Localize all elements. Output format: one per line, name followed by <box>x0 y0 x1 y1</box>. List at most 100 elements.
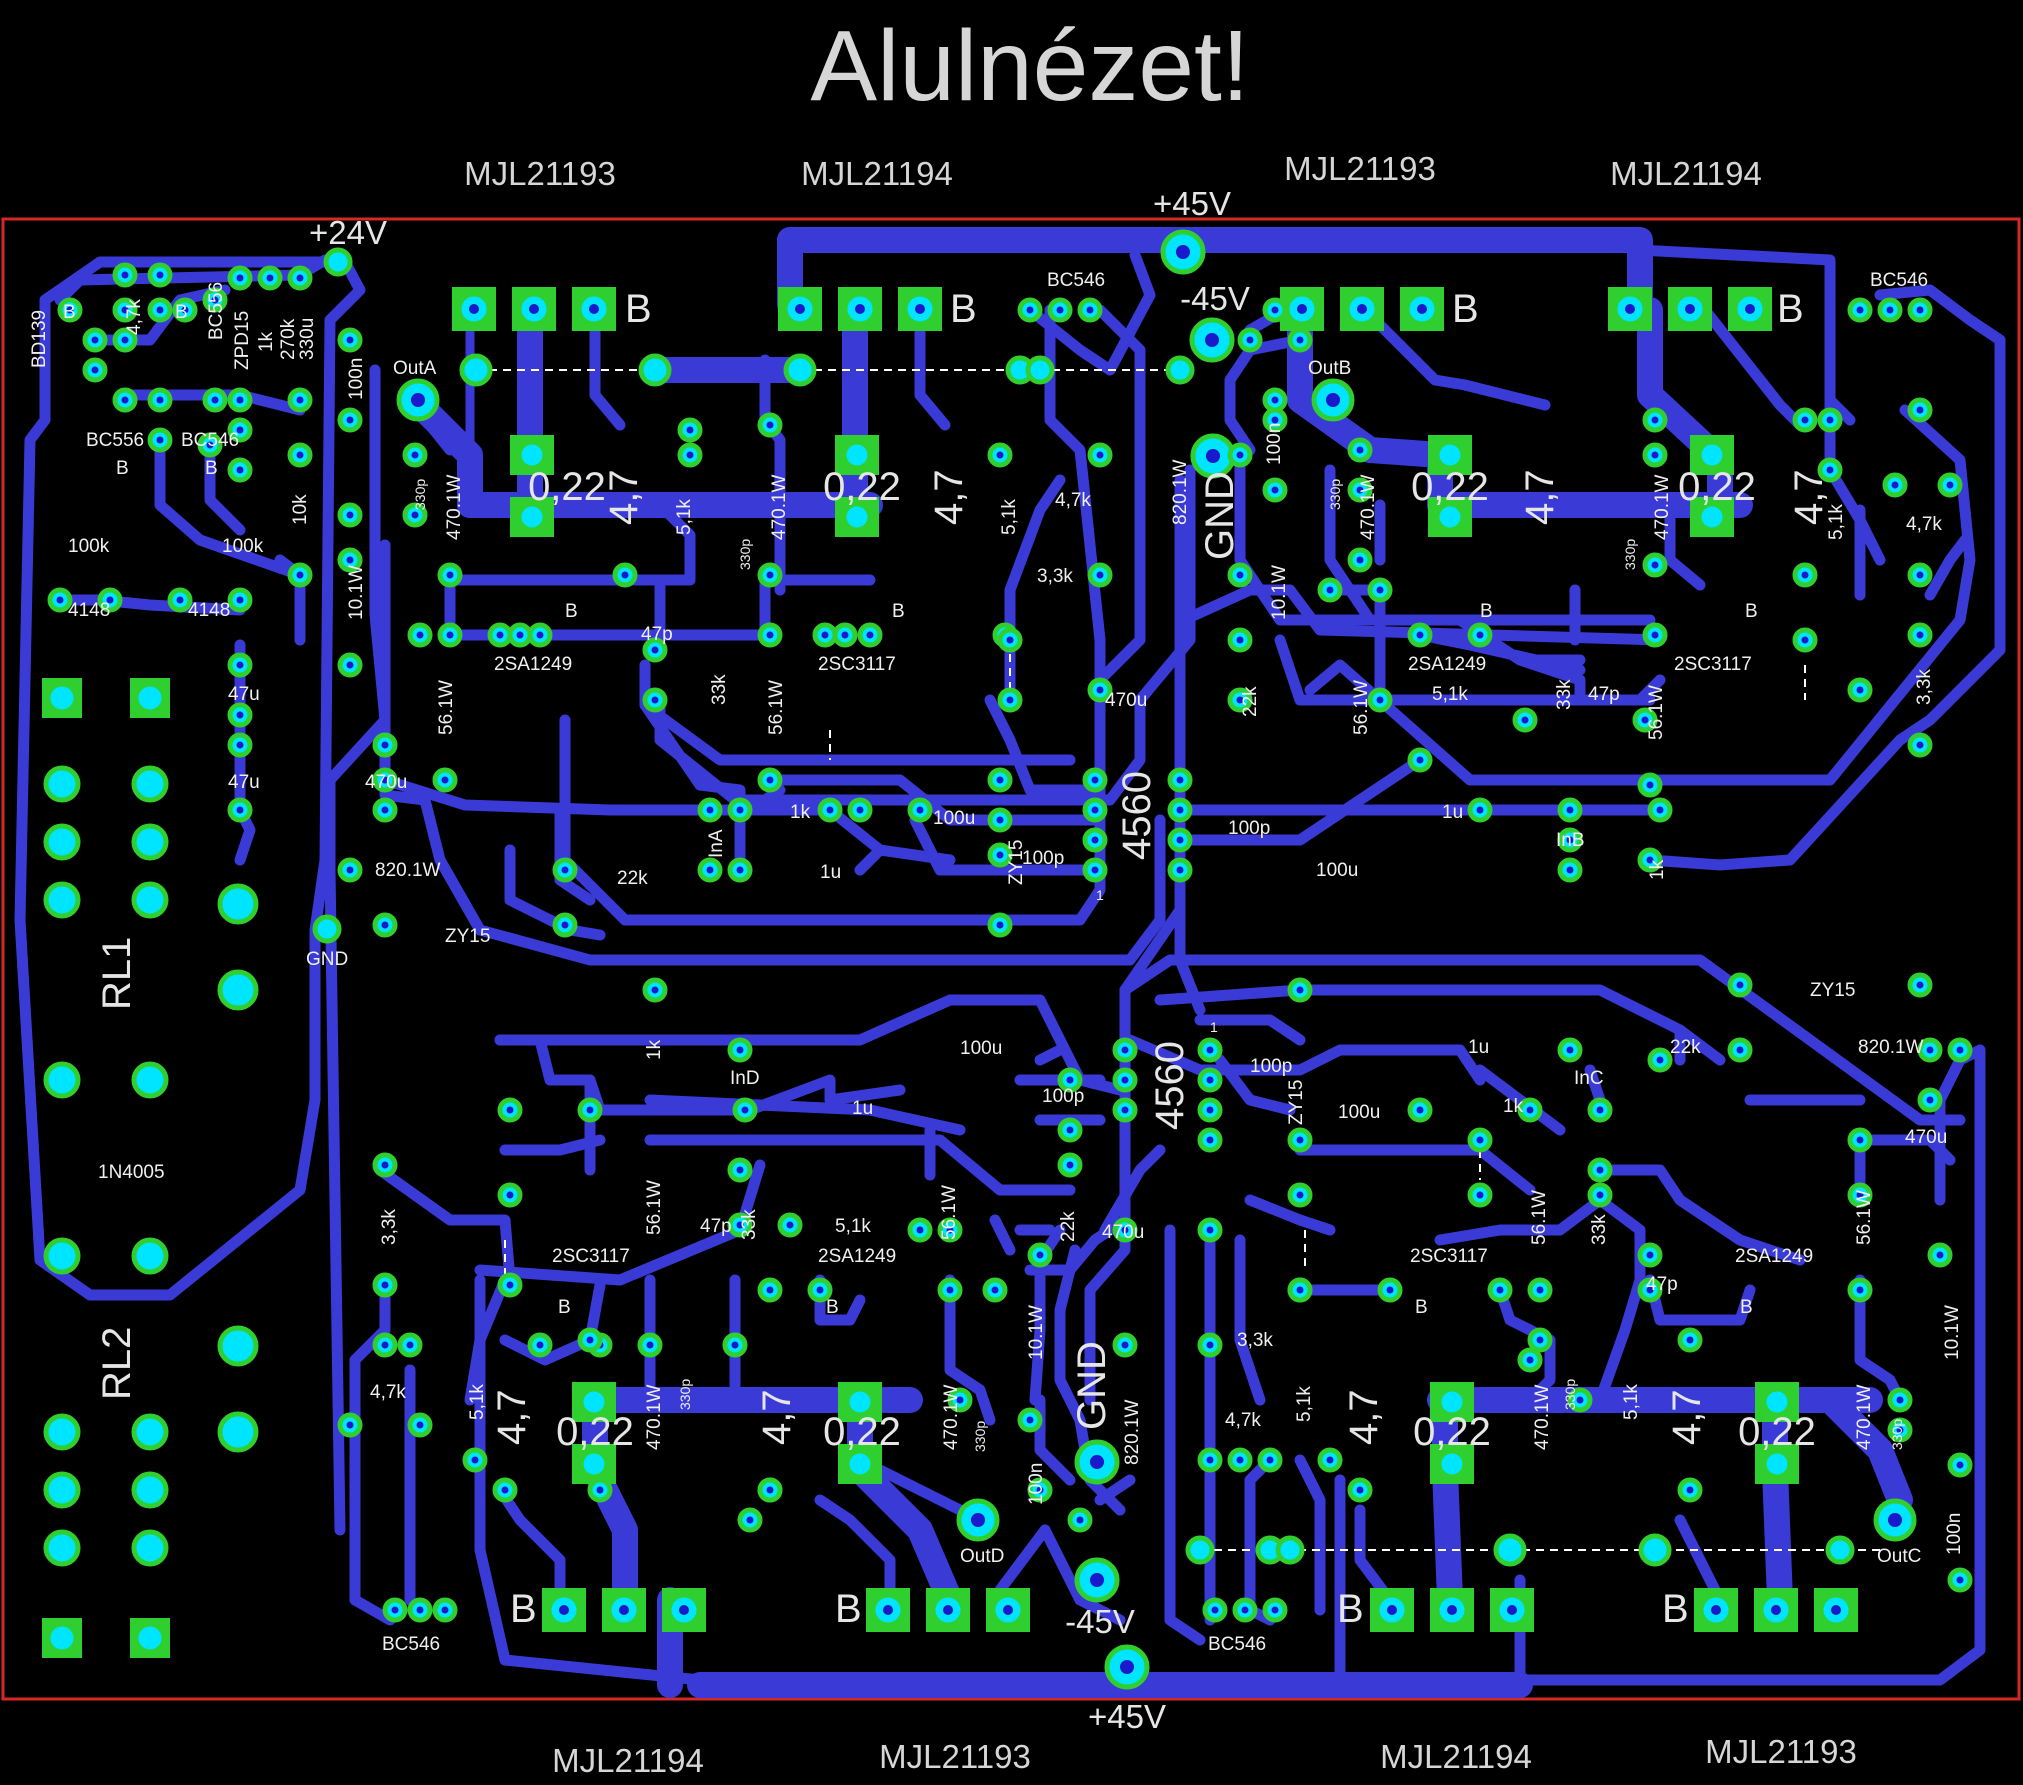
pad-hole <box>1121 1341 1129 1349</box>
label-33k: 33k <box>709 674 730 705</box>
pad-hole <box>536 631 544 639</box>
label-33k: 33k <box>1589 1214 1610 1245</box>
pad-hole <box>996 921 1004 929</box>
pad-hole <box>1596 1106 1604 1114</box>
label-33k: 33k <box>1554 679 1575 710</box>
label-b: B <box>1740 1297 1753 1318</box>
pad-hole <box>1926 1046 1934 1054</box>
pad-hole <box>1646 781 1654 789</box>
pad-hole <box>1416 1106 1424 1114</box>
rail-label-neg45-top: -45V <box>1180 280 1250 317</box>
pad-hole <box>1536 1286 1544 1294</box>
label-4-7: 4,7 <box>490 1389 534 1445</box>
pad-hole <box>766 1286 774 1294</box>
pad-hole <box>411 451 419 459</box>
label-470u: 470u <box>1105 690 1147 711</box>
label-b: B <box>1452 287 1479 331</box>
pad-hole <box>181 306 189 314</box>
pad-hole <box>1826 466 1834 474</box>
pad-hole <box>1526 1106 1534 1114</box>
label-zy15: ZY15 <box>445 926 490 947</box>
label-1k: 1k <box>256 331 277 352</box>
pad-hole <box>1801 416 1809 424</box>
pad-hole <box>1856 1136 1864 1144</box>
label-330p: 330p <box>1562 1379 1578 1410</box>
pad-hole <box>236 661 244 669</box>
label-2sc3117: 2SC3117 <box>552 1246 630 1267</box>
label-4560: 4560 <box>1148 1041 1192 1130</box>
label-4-7: 4,7 <box>1342 1389 1386 1445</box>
pad-hole <box>1736 1046 1744 1054</box>
pad-hole <box>156 271 164 279</box>
pad-hole <box>996 816 1004 824</box>
label-100p: 100p <box>1228 818 1270 839</box>
label-100n: 100n <box>1264 423 1285 465</box>
rail-label-pos24: +24V <box>309 214 387 251</box>
pad-hole <box>411 511 419 519</box>
label-1k: 1k <box>790 802 811 823</box>
label-470u: 470u <box>365 772 407 793</box>
pad-hole <box>706 866 714 874</box>
label-b: B <box>892 601 905 622</box>
pad-hole <box>1076 1516 1084 1524</box>
label-b: B <box>510 1587 537 1631</box>
pad-hole <box>121 271 129 279</box>
pad-hole <box>651 696 659 704</box>
pad-hole <box>956 1396 964 1404</box>
pad-hole <box>506 1191 514 1199</box>
pad-hole <box>1206 1106 1214 1114</box>
label-470-1w: 470.1W <box>444 474 465 540</box>
pad-hole <box>1521 716 1529 724</box>
pad-hole <box>586 1106 594 1114</box>
pad-hole <box>1066 1076 1074 1084</box>
label-zy15: ZY15 <box>1286 1080 1307 1125</box>
pad-hole <box>121 336 129 344</box>
label-56-1w: 56.1W <box>436 680 457 735</box>
label-100u: 100u <box>960 1038 1002 1059</box>
label-0-22: 0,22 <box>1678 465 1756 509</box>
label-47u: 47u <box>228 772 260 793</box>
pad-hole <box>996 776 1004 784</box>
pad-hole <box>381 806 389 814</box>
label-4-7: 4,7 <box>602 469 646 525</box>
label-b: B <box>1745 601 1758 622</box>
pad-hole <box>621 571 629 579</box>
label-820-1w: 820.1W <box>375 860 441 881</box>
output-label-c: OutC <box>1877 1546 1921 1567</box>
label-3-3k: 3,3k <box>1914 669 1935 705</box>
pad-hole <box>1091 806 1099 814</box>
output-label-a: OutA <box>393 358 437 379</box>
label-47u: 47u <box>228 684 260 705</box>
pad-hole <box>1121 1076 1129 1084</box>
label-b: B <box>565 601 578 622</box>
pad-hole <box>1566 1046 1574 1054</box>
transistor-label-top-1: MJL21193 <box>464 155 616 192</box>
pad-hole <box>236 711 244 719</box>
label-0-22: 0,22 <box>823 465 901 509</box>
pad-hole <box>741 1106 749 1114</box>
label-56-1w: 56.1W <box>1646 685 1667 740</box>
pad-hole <box>91 366 99 374</box>
label-5-1k: 5,1k <box>1621 1384 1642 1420</box>
pad-hole <box>991 1286 999 1294</box>
pad-hole <box>1091 776 1099 784</box>
pad-hole <box>1641 716 1649 724</box>
input-label-c: InC <box>1574 1068 1604 1089</box>
label-4-7k: 4,7k <box>1225 1410 1261 1431</box>
label-4-7: 4,7 <box>927 469 971 525</box>
rail-label-pos45-top: +45V <box>1153 185 1231 222</box>
pad-hole <box>236 426 244 434</box>
label-0-22: 0,22 <box>1411 465 1489 509</box>
pad-hole <box>506 1281 514 1289</box>
pad-hole <box>106 596 114 604</box>
pad-hole <box>156 436 164 444</box>
label-5-1k: 5,1k <box>1294 1386 1315 1422</box>
pad-hole <box>1066 1161 1074 1169</box>
label-bc556: BC556 <box>206 282 227 340</box>
label-bc546: BC546 <box>382 1634 440 1655</box>
pad-hole <box>346 416 354 424</box>
label-33k: 33k <box>739 1209 760 1240</box>
label-1u: 1u <box>1468 1037 1489 1058</box>
label-2sc3117: 2SC3117 <box>1410 1246 1488 1267</box>
pad-hole <box>1651 631 1659 639</box>
